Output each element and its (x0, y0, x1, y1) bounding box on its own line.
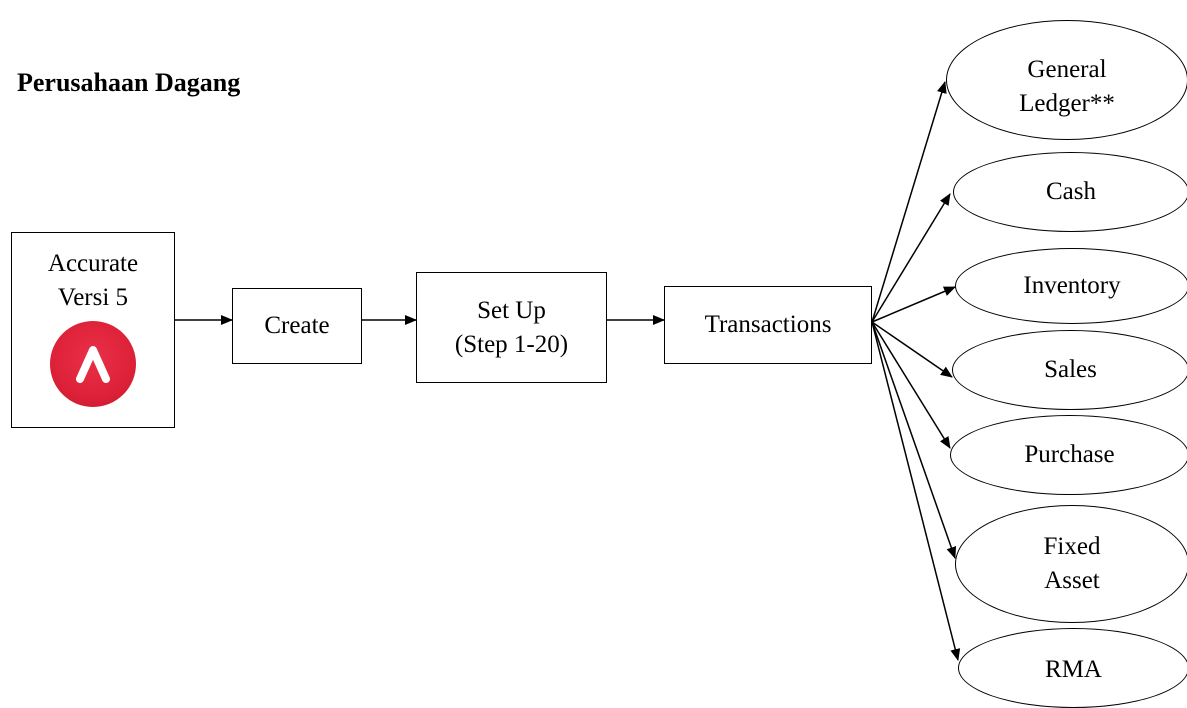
setup-label-line1: Set Up (477, 296, 546, 324)
purchase-label: Purchase (1024, 441, 1115, 468)
create-box: Create (232, 288, 362, 364)
accurate-app-box: Accurate Versi 5 (11, 232, 175, 428)
accurate-label-line2: Versi 5 (57, 284, 129, 311)
arrow-to-rma (871, 321, 961, 661)
arrow-to-sales (871, 321, 953, 378)
module-inventory: Inventory (955, 248, 1187, 324)
arrow-to-general-ledger (871, 81, 947, 323)
setup-label-line2: (Step 1-20) (454, 330, 569, 358)
rma-label: RMA (1045, 656, 1102, 683)
arrow-to-purchase (871, 321, 951, 449)
arrow-to-fixed-asset (871, 321, 957, 559)
module-general-ledger: General Ledger** (946, 20, 1187, 140)
sales-label: Sales (1044, 356, 1097, 383)
accurate-logo-icon (50, 321, 136, 407)
transactions-box: Transactions (664, 286, 872, 364)
module-purchase: Purchase (950, 415, 1187, 495)
arrow-to-inventory (871, 286, 956, 323)
inventory-label: Inventory (1023, 272, 1121, 299)
cash-label: Cash (1046, 178, 1096, 205)
module-sales: Sales (952, 330, 1187, 410)
fixed-asset-line1: Fixed (1043, 533, 1101, 560)
fixed-asset-line2: Asset (1044, 567, 1100, 594)
transactions-label: Transactions (704, 311, 832, 338)
general-ledger-line1: General (1027, 56, 1107, 83)
setup-box: Set Up (Step 1-20) (416, 272, 607, 383)
arrow-to-cash (871, 193, 951, 323)
module-rma: RMA (958, 628, 1187, 708)
module-cash: Cash (953, 152, 1187, 232)
accurate-label-line1: Accurate (47, 250, 139, 277)
logo-caret-icon (76, 346, 110, 383)
page-title: Perusahaan Dagang (17, 68, 241, 97)
create-label: Create (264, 312, 330, 339)
general-ledger-line2: Ledger** (1019, 90, 1115, 117)
module-fixed-asset: Fixed Asset (955, 505, 1187, 623)
